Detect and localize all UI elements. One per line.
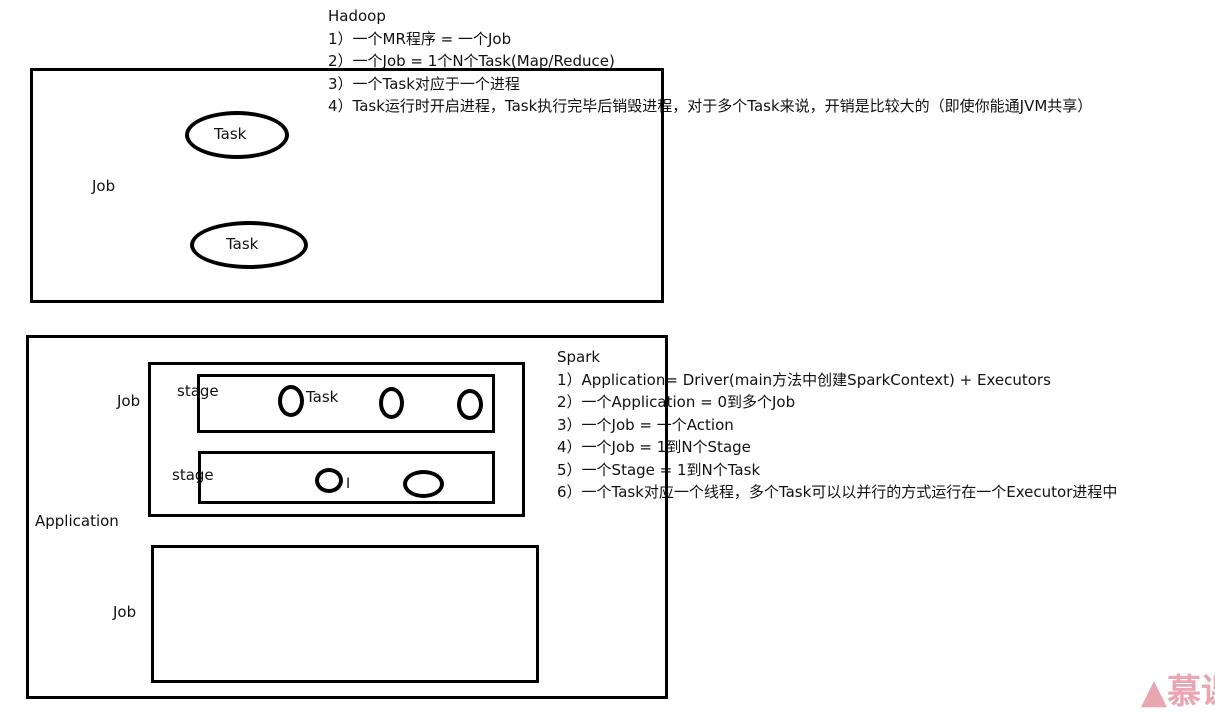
hadoop-task-label: Task	[226, 235, 259, 253]
task-oval	[379, 387, 404, 419]
spark-notes: Spark 1）Application= Driver(main方法中创建Spa…	[557, 346, 1117, 504]
spark-note: 5）一个Stage = 1到N个Task	[557, 460, 761, 479]
hadoop-notes: Hadoop 1）一个MR程序 = 一个Job 2）一个Job = 1个N个Ta…	[328, 5, 1092, 118]
task-oval	[457, 389, 483, 420]
task-oval	[315, 468, 343, 493]
spark-note: 4）一个Job = 1到N个Stage	[557, 438, 751, 456]
spark-note: 3）一个Job = 一个Action	[557, 415, 734, 434]
job-label: Job	[117, 392, 141, 410]
hadoop-task-oval	[185, 111, 289, 159]
hadoop-note: 1）一个MR程序 = 一个Job	[328, 29, 512, 48]
task-oval	[278, 385, 304, 417]
spark-application-box	[26, 335, 668, 699]
stage-label: stage	[172, 466, 214, 484]
spark-note: 6）一个Task对应一个线程，多个Task可以以并行的方式运行在一个Execut…	[557, 483, 1118, 501]
hadoop-title: Hadoop	[328, 7, 386, 25]
hadoop-task-oval	[190, 221, 308, 269]
hadoop-job-box	[30, 68, 664, 303]
hadoop-note: 4）Task运行时开启进程，Task执行完毕后销毁进程，对于多个Task来说，开…	[328, 97, 1093, 115]
hadoop-job-label: Job	[92, 177, 116, 195]
watermark-text: 慕课	[1167, 672, 1215, 712]
spark-note: 1）Application= Driver(main方法中创建SparkCont…	[557, 370, 1051, 389]
spark-job-box	[151, 545, 539, 683]
spark-title: Spark	[557, 348, 601, 366]
stage-label: stage	[177, 382, 219, 400]
stage-box	[197, 374, 495, 433]
spark-note: 2）一个Application = 0到多个Job	[557, 393, 796, 411]
spark-job-box	[148, 362, 525, 517]
job-label: Job	[113, 603, 137, 621]
task-label: Task	[306, 388, 339, 406]
hadoop-note: 2）一个Job = 1个N个Task(Map/Reduce)	[328, 52, 615, 70]
watermark-logo: ▲慕课	[1141, 664, 1215, 713]
stage-box	[198, 451, 495, 504]
hadoop-task-label: Task	[214, 125, 247, 143]
text-cursor-icon: I	[346, 476, 351, 492]
hadoop-note: 3）一个Task对应于一个进程	[328, 74, 520, 93]
application-label: Application	[35, 512, 119, 530]
task-oval	[403, 470, 444, 498]
